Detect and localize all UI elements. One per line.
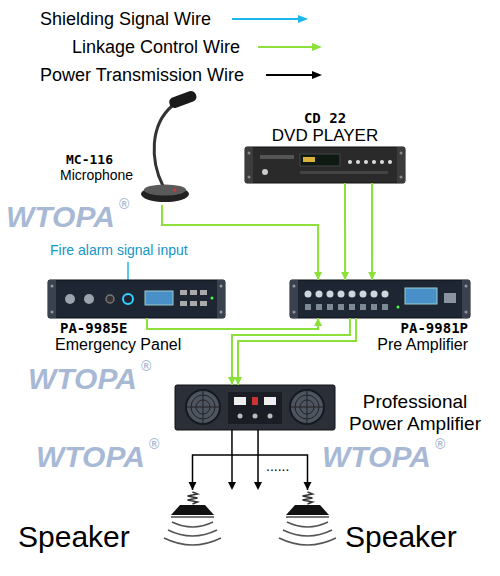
arrow-head [189, 482, 197, 490]
arrow-head [368, 272, 376, 280]
microphone: MC-116Microphone [140, 92, 205, 205]
arrow-head [341, 272, 349, 280]
legend-entry: Power Transmission Wire [40, 64, 244, 86]
shielding-sample [232, 18, 300, 20]
wire-line [344, 183, 346, 280]
device-name: Microphone [60, 167, 133, 183]
watermark-mark: ® [435, 436, 445, 452]
watermark-mark: ® [119, 196, 129, 212]
speaker-bus [228, 455, 262, 490]
arrow-head [304, 482, 312, 490]
shielding-sample-head [298, 15, 308, 23]
model-number: CD 22 [245, 110, 405, 126]
device-name: Pre Amplifier [377, 336, 468, 354]
device-name: Speaker [18, 520, 130, 554]
device-name: Emergency Panel [55, 336, 181, 354]
linkage-wire [228, 318, 356, 385]
speaker: Speaker [165, 490, 220, 545]
linkage-sample-head [312, 43, 322, 51]
wire-line [371, 183, 373, 280]
speaker-drawing [279, 492, 336, 545]
speaker-drawing [164, 492, 221, 545]
watermark: WTOPA [322, 440, 431, 474]
watermark: WTOPA [36, 440, 145, 474]
emergency-panel-drawing [48, 280, 225, 318]
watermark: WTOPA [28, 362, 137, 396]
model-number: PA-9981P [401, 320, 468, 336]
continuation-dots: ...... [265, 458, 290, 474]
legend-text: Linkage Control Wire [72, 37, 240, 57]
pre-amplifier-drawing [290, 280, 470, 318]
emergency-panel: PA-9985EEmergency Panel [48, 280, 225, 318]
power-amplifier: Professional Power Amplifier [175, 385, 335, 430]
watermark: WTOPA [6, 200, 115, 234]
model-number: MC-116 [66, 152, 113, 167]
linkage-wire [341, 183, 376, 280]
legend-text: Power Transmission Wire [40, 65, 244, 85]
power-sample-head [312, 71, 322, 79]
watermark-mark: ® [141, 358, 151, 374]
pre-amplifier: PA-9981PPre Amplifier [290, 280, 470, 318]
model-number: PA-9985E [60, 320, 127, 336]
microphone-drawing [141, 90, 198, 202]
legend-arrows [232, 15, 322, 79]
wire-line [147, 318, 318, 329]
legend-entry: Linkage Control Wire [72, 36, 240, 58]
power-amplifier-drawing [175, 385, 335, 430]
watermark-mark: ® [149, 436, 159, 452]
wire-line [232, 318, 350, 385]
wire-line [193, 430, 232, 490]
linkage-sample [258, 46, 314, 48]
wire-line [258, 430, 307, 490]
legend-text: Shielding Signal Wire [40, 9, 211, 29]
power-sample [266, 74, 314, 76]
speaker: Speaker [280, 490, 335, 545]
device-name: DVD PLAYER [245, 126, 405, 146]
device-name: Speaker [345, 520, 457, 554]
power-wire [258, 430, 311, 490]
device-name: Professional Power Amplifier [340, 391, 490, 435]
power-wire [189, 430, 232, 490]
legend-entry: Shielding Signal Wire [40, 8, 211, 30]
linkage-wire [147, 318, 322, 329]
dvd-player-drawing [245, 147, 405, 183]
dvd-player: CD 22DVD PLAYER [245, 147, 405, 183]
arrow-head [314, 272, 322, 280]
wire-line [238, 318, 356, 385]
arrow-head [314, 318, 322, 326]
arrow-head [228, 377, 236, 385]
signal-label: Fire alarm signal input [50, 242, 188, 258]
